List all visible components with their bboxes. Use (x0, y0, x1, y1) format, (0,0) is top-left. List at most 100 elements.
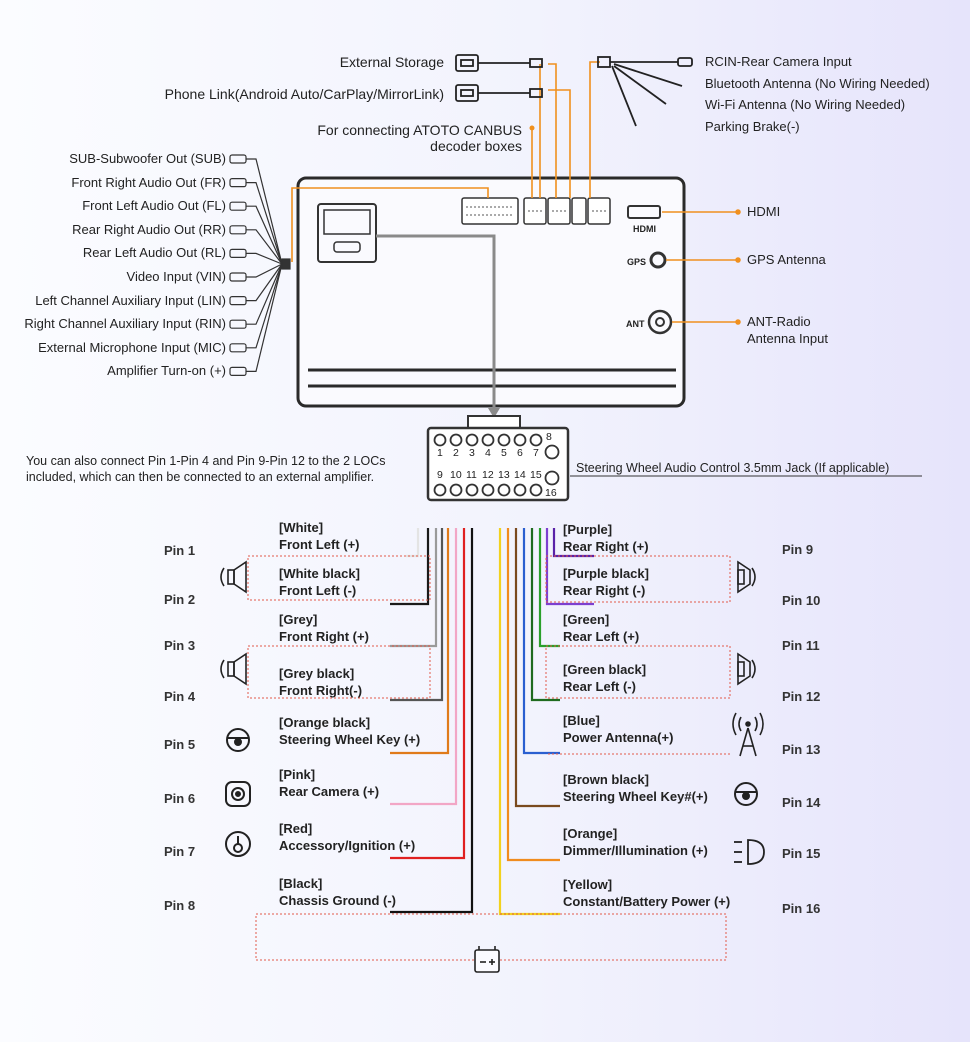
wire-function: Front Left (+) (279, 537, 360, 552)
pin-hole (433, 483, 447, 497)
rca-label-6: Left Channel Auxiliary Input (LIN) (35, 292, 226, 308)
pin-hole (465, 483, 479, 497)
left-pin-number: Pin 8 (164, 898, 196, 913)
wire-right-14 (514, 528, 560, 808)
wire-color-name: [Orange] (563, 826, 618, 841)
pin-number: 5 (501, 447, 507, 459)
wire-function: Front Right (+) (279, 629, 369, 644)
right-pin-label: [Purple]Rear Right (+) (563, 521, 649, 555)
speaker-icon-left-front (220, 560, 247, 594)
right-pin-number: Pin 11 (782, 638, 820, 653)
usb-plugs (455, 54, 479, 102)
rca-fan (229, 154, 291, 376)
left-pin-number: Pin 7 (164, 844, 196, 859)
pin-number: 16 (545, 487, 557, 499)
pin-number: 10 (450, 469, 462, 481)
right-pin-number: Pin 15 (782, 846, 821, 861)
gps-label: GPS Antenna (747, 252, 826, 267)
wire-color-name: [Blue] (563, 713, 600, 728)
canbus-label-2: decoder boxes (430, 138, 522, 154)
wire-right-13 (522, 528, 560, 755)
rca-plug-icon (229, 225, 247, 235)
pin-number: 6 (517, 447, 523, 459)
pin-hole (449, 483, 463, 497)
wire-function: Dimmer/Illumination (+) (563, 843, 708, 858)
rca-fan-line (246, 263, 283, 325)
pin-holes (433, 433, 560, 497)
rca-label-1: Front Right Audio Out (FR) (71, 174, 226, 190)
pin-hole (481, 433, 495, 447)
right-pin-label: [Purple black]Rear Right (-) (563, 565, 649, 599)
wire-right-11 (538, 528, 560, 648)
ant-label-2: Antenna Input (747, 331, 828, 346)
pin-number: 14 (514, 469, 526, 481)
right-pin-label: [Orange] Dimmer/Illumination (+) (563, 825, 708, 859)
top-connectors (461, 197, 611, 225)
steering-wheel-icon-left (226, 728, 250, 752)
right-pin-label: [Green]Rear Left (+) (563, 611, 639, 645)
rca-fan-line (246, 252, 283, 265)
pin-hole (433, 433, 447, 447)
wire-left-7 (390, 528, 466, 860)
headlight-icon (734, 839, 765, 865)
speaker-icon-right-front (737, 560, 756, 594)
wire-left-2 (390, 528, 430, 606)
wire-color-name: [Grey] (279, 612, 318, 627)
pin-connector-16 (426, 415, 570, 502)
right-pin-label: [Yellow]Constant/Battery Power (+) (563, 876, 730, 910)
wire-function: Accessory/Ignition (+) (279, 838, 416, 853)
rca-label-8: External Microphone Input (MIC) (38, 339, 226, 355)
rcin-label: RCIN-Rear Camera Input (705, 54, 852, 69)
steering-jack-label: Steering Wheel Audio Control 3.5mm Jack … (576, 461, 890, 475)
rca-label-5: Video Input (VIN) (126, 269, 226, 284)
left-pin-number: Pin 3 (164, 638, 196, 653)
pin-hole (497, 433, 511, 447)
pin-number: 2 (453, 447, 459, 459)
wire-function: Rear Left (+) (563, 629, 640, 644)
pin-hole (481, 483, 495, 497)
wire-color-name: [White black] (279, 566, 360, 581)
camera-icon (225, 781, 251, 807)
pin-number: 4 (485, 447, 491, 459)
pin-hole (513, 433, 527, 447)
left-pin-label: [Red]Accessory/Ignition (+) (279, 820, 415, 854)
left-pin-label: [Orange black]Steering Wheel Key (+) (279, 714, 420, 748)
pin-number: 15 (530, 469, 542, 481)
left-pin-number: Pin 5 (164, 737, 196, 752)
wire-color-name: [Purple] (563, 522, 613, 537)
hdmi-port (627, 205, 661, 219)
wire-function: Steering Wheel Key#(+) (563, 789, 708, 804)
wire-color-name: [Pink] (279, 767, 316, 782)
wire-left-1 (406, 528, 420, 558)
hdmi-label: HDMI (747, 204, 781, 219)
gps-tag: GPS (627, 257, 647, 267)
pin-hole (544, 444, 560, 460)
pin-number: 8 (546, 431, 552, 443)
rca-plug-icon (229, 178, 247, 188)
pin-hole (529, 433, 543, 447)
ant-label-1: ANT-Radio (747, 314, 811, 329)
wire-function: Steering Wheel Key (+) (279, 732, 421, 747)
gps-port (649, 251, 667, 269)
rca-fan-line (246, 263, 283, 278)
speaker-icon-left-rear (220, 652, 247, 686)
rca-plug-icon (229, 296, 247, 306)
rca-fan-line (246, 263, 283, 302)
right-pin-label: [Green black]Rear Left (-) (563, 661, 646, 695)
rca-plug-icon (229, 272, 247, 282)
pin-hole (465, 433, 479, 447)
pin-hole (529, 483, 543, 497)
rca-label-4: Rear Left Audio Out (RL) (82, 245, 226, 261)
rca-plug-icon (229, 248, 247, 258)
wire-right-10 (545, 528, 594, 606)
pin-hole (513, 483, 527, 497)
left-pin-number: Pin 1 (164, 543, 196, 558)
wire-left-5 (390, 528, 450, 755)
rca-fan-line (246, 229, 283, 265)
wire-left-8 (390, 528, 474, 914)
rca-plug-icon (229, 366, 247, 376)
left-pin-label: [Grey] Front Right (+) (279, 611, 369, 645)
wire-color-name: [Purple black] (563, 566, 649, 581)
